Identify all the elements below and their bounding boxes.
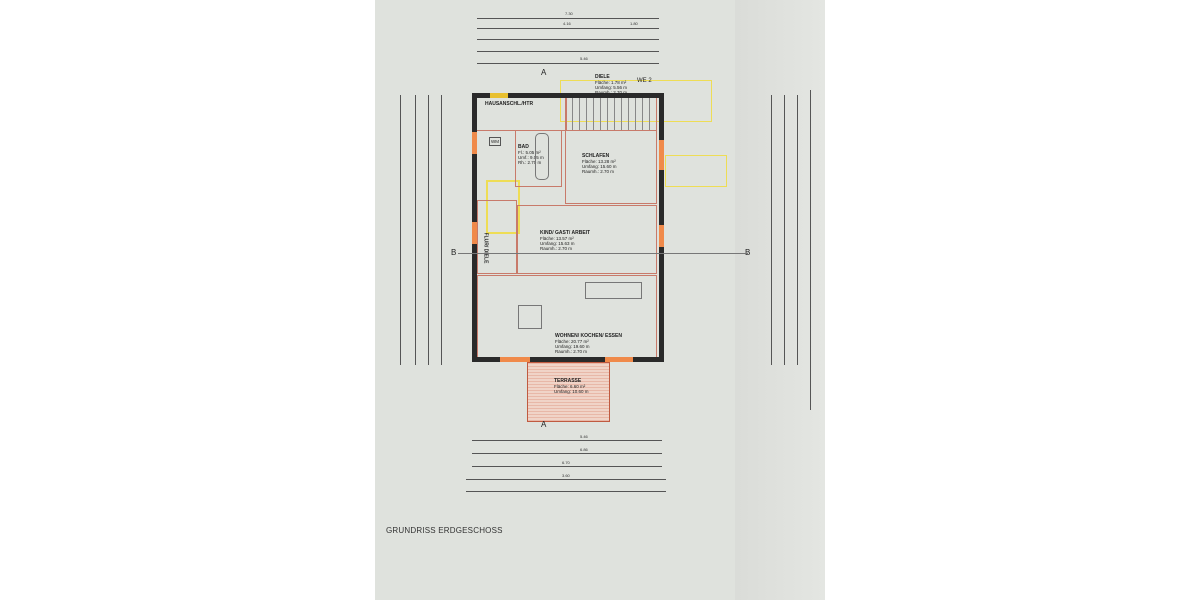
section-marker-a: A — [541, 420, 547, 429]
window — [500, 357, 530, 362]
dimension-text: 3.60 — [562, 473, 570, 478]
dimension-line — [400, 95, 401, 365]
dimension-line — [797, 95, 798, 365]
dimension-text: 5.46 — [580, 434, 588, 439]
dimension-line — [784, 95, 785, 365]
wall-south — [472, 357, 664, 362]
dimension-line — [477, 18, 659, 19]
section-marker-a: A — [541, 68, 547, 77]
dimension-line — [771, 95, 772, 365]
dimension-line — [477, 28, 659, 29]
washing-machine-symbol: WM — [489, 137, 501, 146]
dimension-line — [472, 440, 662, 441]
dimension-line — [472, 453, 662, 454]
dining-table — [518, 305, 542, 329]
dimension-line — [466, 491, 666, 492]
sofa — [585, 282, 642, 299]
section-marker-b: B — [745, 248, 750, 257]
room-flur — [477, 200, 517, 274]
terrace — [527, 362, 610, 422]
dimension-line — [441, 95, 442, 365]
wall-north — [472, 93, 664, 98]
room-label: FLUR/ DIELE — [482, 232, 489, 264]
section-line-b — [458, 253, 748, 254]
dimension-text: 6.70 — [562, 460, 570, 465]
window — [659, 225, 664, 247]
room-bad — [515, 130, 562, 187]
dimension-text: 4.16 — [563, 21, 571, 26]
section-marker-b: B — [451, 248, 457, 257]
dimension-line — [415, 95, 416, 365]
window — [472, 132, 477, 154]
entrance-door — [490, 93, 508, 98]
room-label: HAUSANSCHL./HTR — [485, 101, 534, 107]
yellow-markup — [486, 180, 520, 234]
dimension-line — [466, 479, 666, 480]
dimension-line — [477, 39, 659, 40]
bathtub — [535, 133, 549, 180]
dimension-text: 5.46 — [580, 56, 588, 61]
room-kind-gast-arbeit — [517, 205, 657, 274]
dimension-text: 7.30 — [565, 11, 573, 16]
dimension-line — [810, 90, 811, 410]
yellow-markup — [665, 155, 727, 187]
dimension-line — [477, 51, 659, 52]
window — [472, 222, 477, 244]
dimension-text: 6.86 — [580, 447, 588, 452]
window — [659, 140, 664, 170]
room-schlafen — [565, 130, 657, 204]
paper-fold — [735, 0, 825, 600]
dimension-text: 1.80 — [630, 21, 638, 26]
unit-tag: WE 2 — [637, 78, 652, 84]
staircase — [565, 97, 657, 131]
dimension-line — [428, 95, 429, 365]
dimension-line — [472, 466, 662, 467]
window — [605, 357, 633, 362]
drawing-title: GRUNDRISS ERDGESCHOSS — [386, 526, 503, 535]
dimension-line — [477, 63, 659, 64]
